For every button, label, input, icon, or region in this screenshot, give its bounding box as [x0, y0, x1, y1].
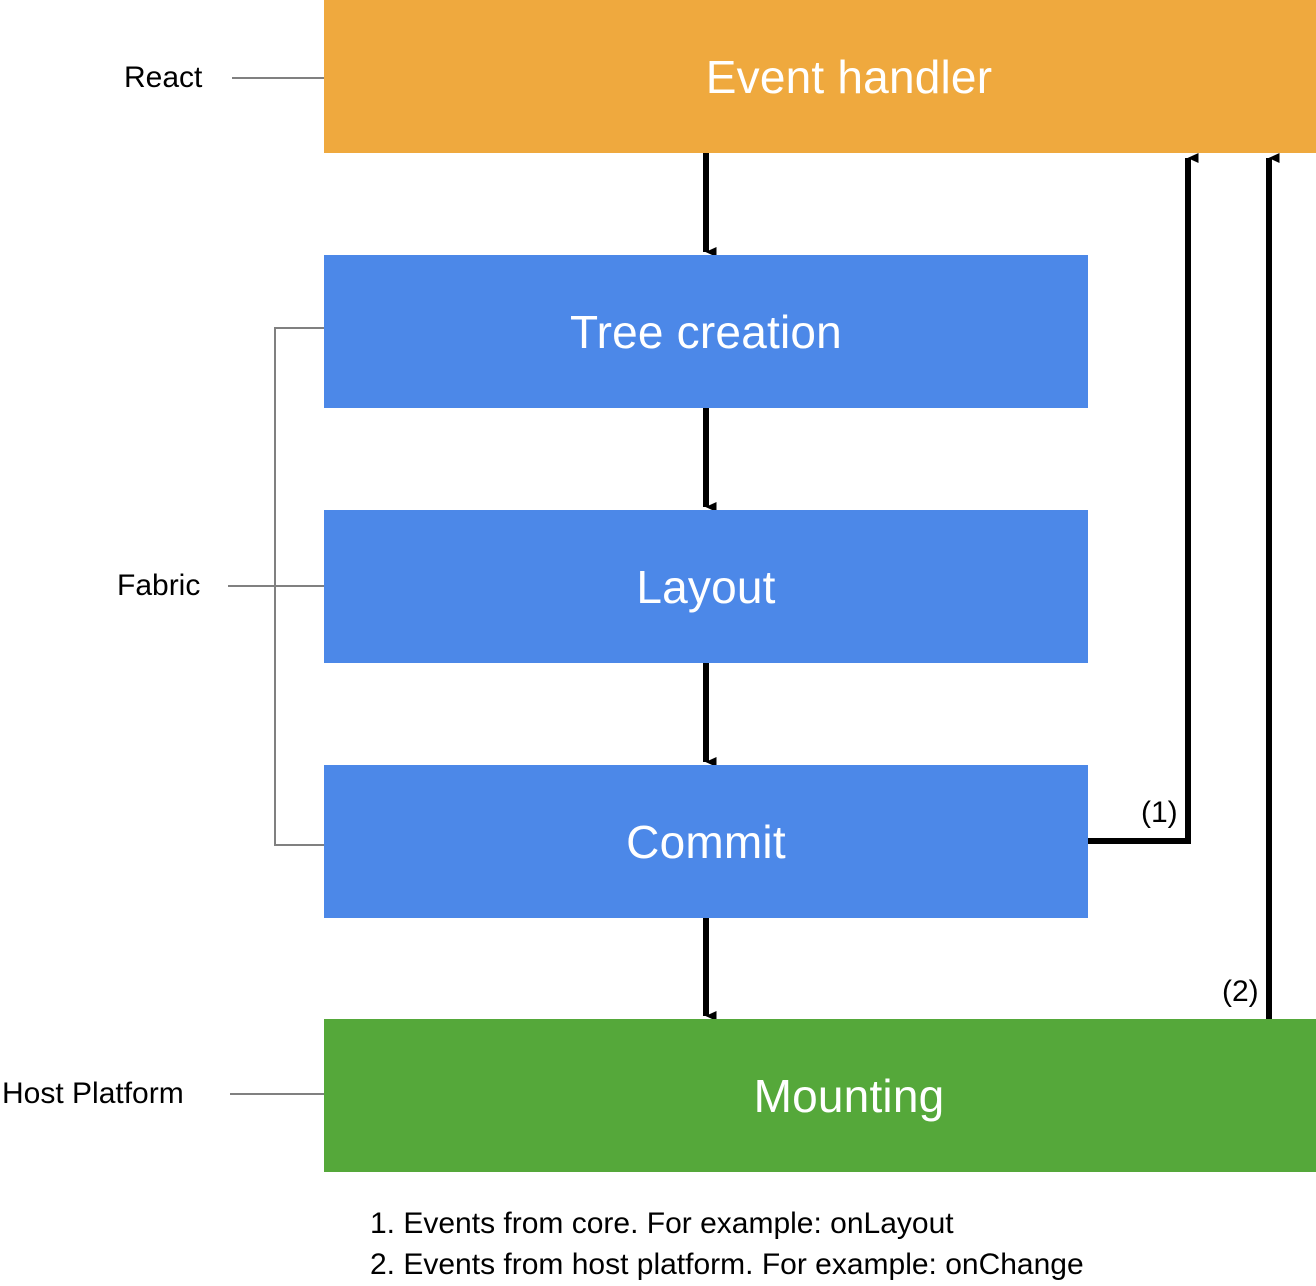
node-layout-label: Layout: [636, 560, 776, 613]
legend-item-1: 1. Events from core. For example: onLayo…: [370, 1207, 954, 1240]
group-label-react: React: [124, 61, 203, 94]
group-label-host-platform: Host Platform: [2, 1077, 184, 1110]
node-tree-creation[interactable]: Tree creation: [324, 255, 1088, 408]
node-mounting-label: Mounting: [753, 1069, 945, 1122]
callout-label-1: (1): [1141, 796, 1178, 829]
node-mounting[interactable]: Mounting: [324, 1019, 1316, 1172]
node-commit-label: Commit: [626, 815, 786, 868]
callout-label-2: (2): [1222, 975, 1259, 1008]
node-event-handler[interactable]: Event handler: [324, 0, 1316, 153]
legend: 1. Events from core. For example: onLayo…: [370, 1203, 1084, 1285]
node-commit[interactable]: Commit: [324, 765, 1088, 918]
arrow-commit-to-event-handler: [1088, 153, 1199, 844]
legend-item-2: 2. Events from host platform. For exampl…: [370, 1248, 1084, 1281]
group-label-fabric: Fabric: [117, 569, 201, 602]
node-tree-creation-label: Tree creation: [570, 305, 842, 358]
fabric-bracket: [228, 327, 324, 846]
node-event-handler-label: Event handler: [705, 50, 993, 103]
node-layout[interactable]: Layout: [324, 510, 1088, 663]
